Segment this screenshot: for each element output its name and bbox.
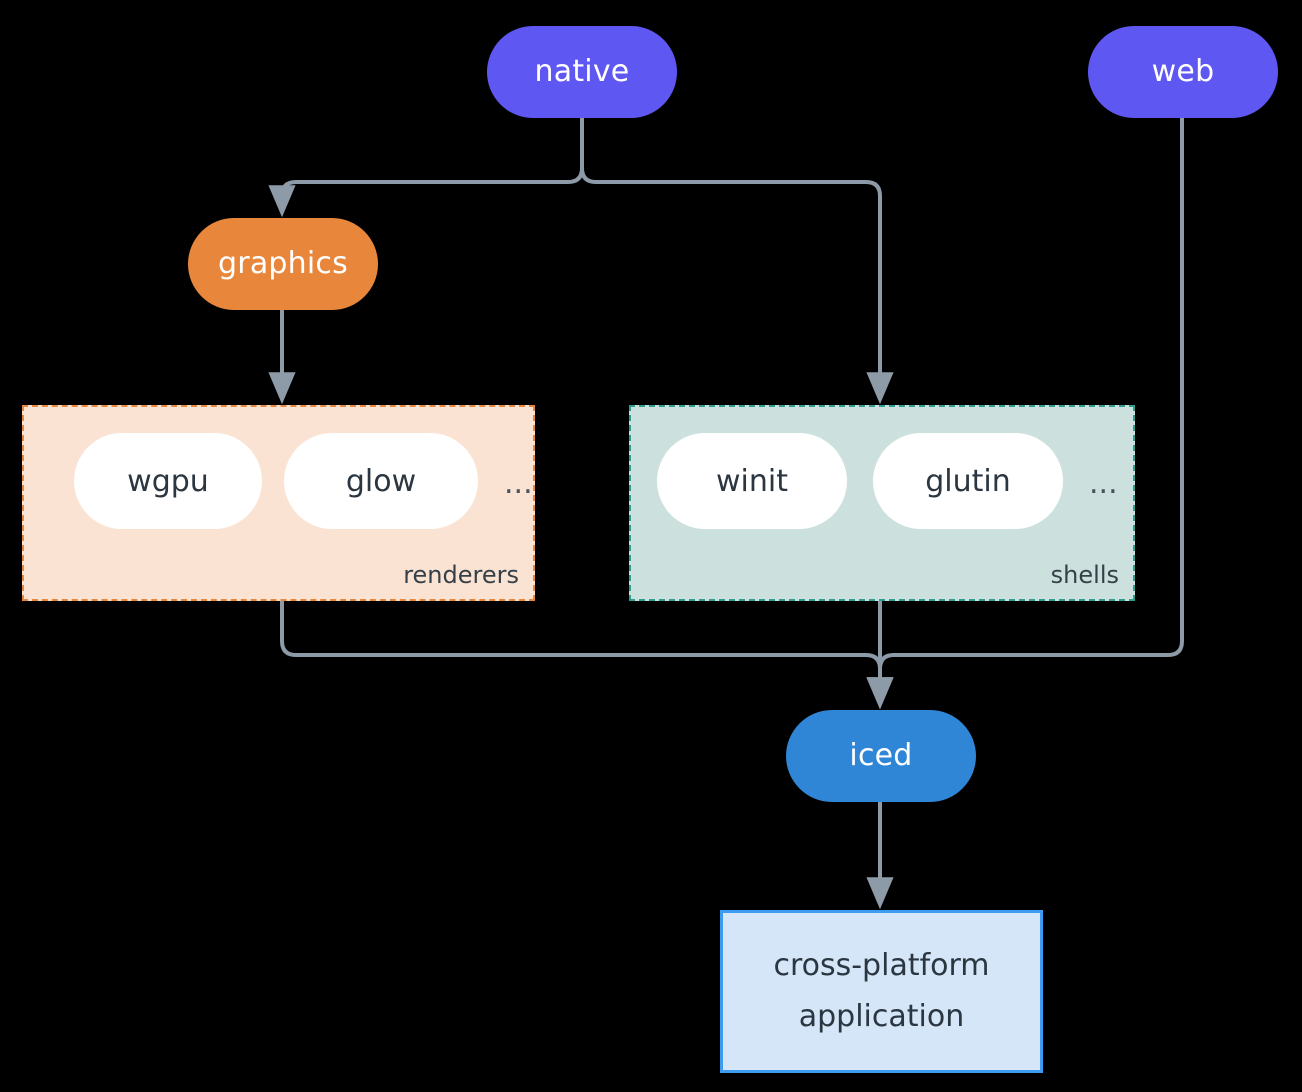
node-wgpu[interactable]: wgpu	[74, 433, 262, 529]
edge-native-to-shells	[580, 118, 894, 405]
renderers-overflow-ellipsis: ...	[504, 466, 533, 501]
shells-overflow-ellipsis: ...	[1089, 466, 1118, 501]
application-label-line2: application	[798, 998, 965, 1034]
group-shells[interactable]: winit glutin ... shells	[629, 405, 1135, 601]
node-iced[interactable]: iced	[786, 710, 976, 802]
node-native[interactable]: native	[487, 26, 677, 118]
group-label-shells: shells	[1050, 561, 1119, 589]
edge-native-to-graphics	[268, 118, 584, 218]
node-glutin[interactable]: glutin	[873, 433, 1063, 529]
edge-renderers-to-iced	[280, 601, 894, 710]
node-winit[interactable]: winit	[657, 433, 847, 529]
node-glow[interactable]: glow	[284, 433, 478, 529]
application-label-line1: cross-platform	[773, 948, 990, 984]
node-cross-platform-application[interactable]: cross-platform application	[720, 910, 1043, 1073]
node-graphics[interactable]: graphics	[188, 218, 378, 310]
group-renderers[interactable]: wgpu glow ... renderers	[22, 405, 535, 601]
node-web[interactable]: web	[1088, 26, 1278, 118]
group-label-renderers: renderers	[403, 561, 519, 589]
